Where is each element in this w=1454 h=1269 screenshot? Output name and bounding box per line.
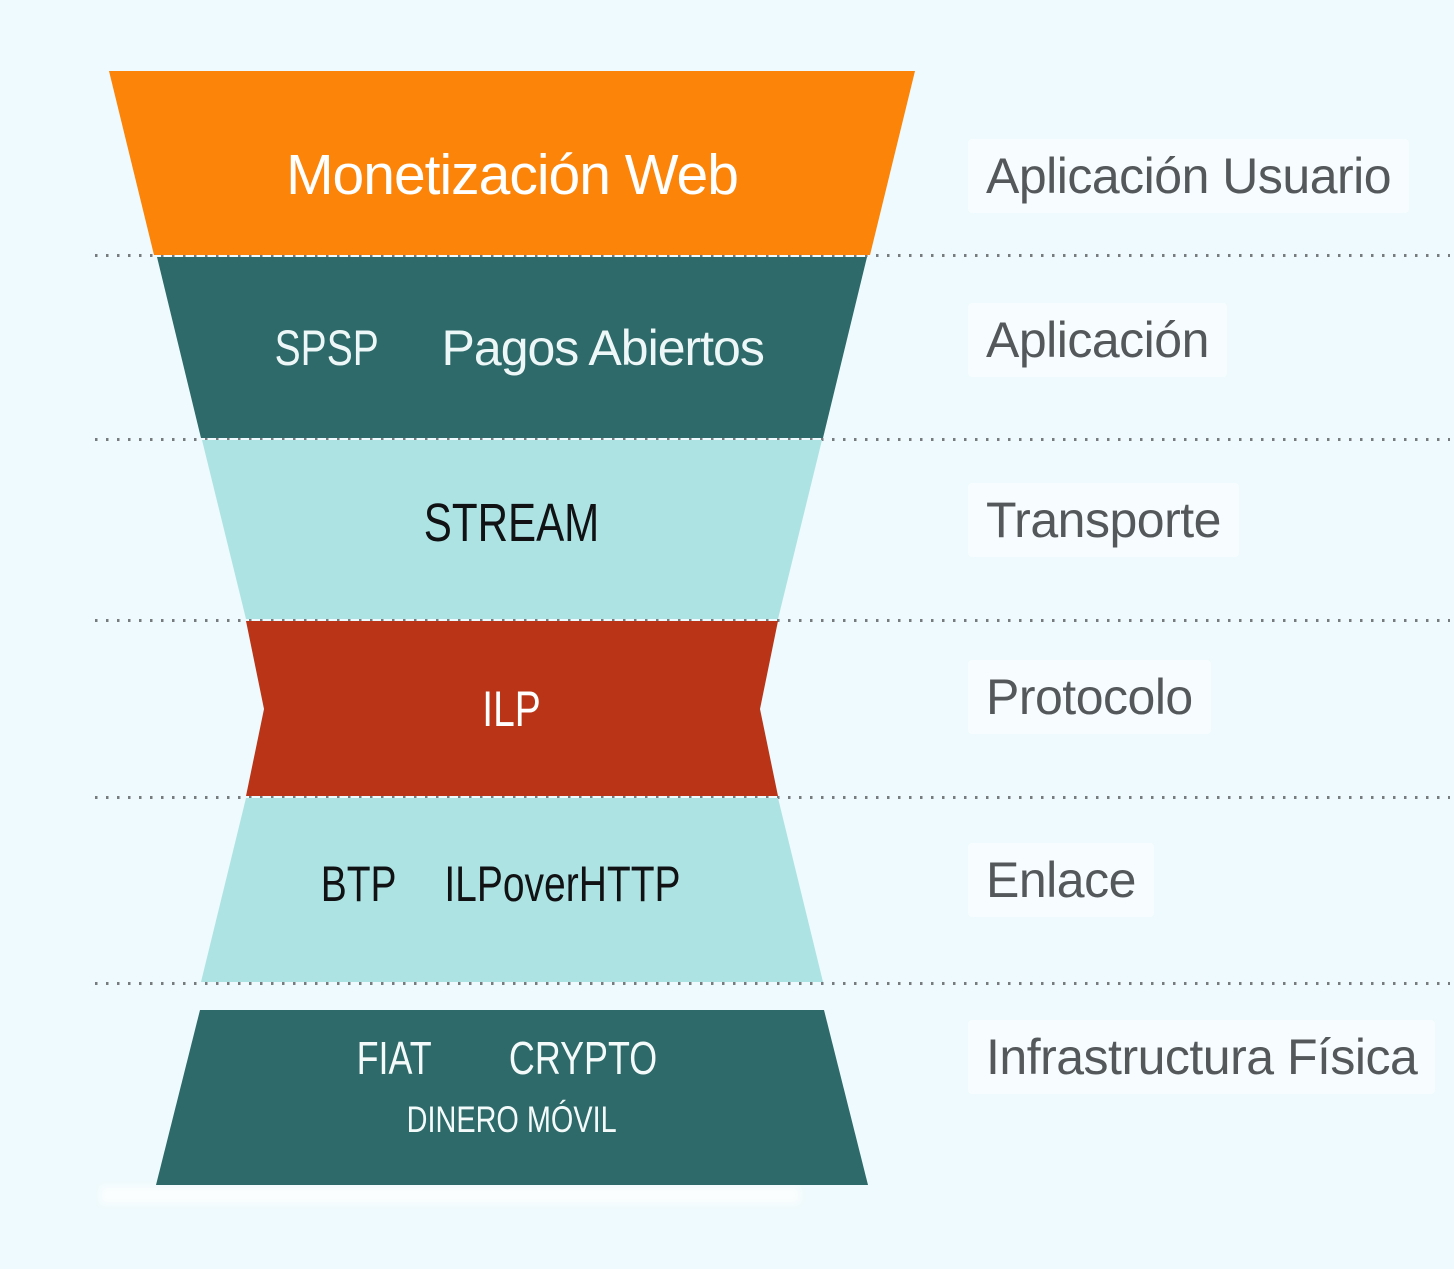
funnel-layer-stream: STREAM [202, 440, 822, 619]
funnel-layer-ilp: ILP [246, 621, 778, 796]
separator-line-1 [95, 254, 1450, 257]
stack-label-infrastructura-fisica: Infrastructura Física [968, 1020, 1436, 1094]
separator-line-2 [95, 438, 1450, 441]
bottom-glow-band [100, 1186, 800, 1204]
stack-label-aplicacion: Aplicación [968, 303, 1227, 377]
stack-label-transporte: Transporte [968, 483, 1239, 557]
funnel-layer-5-label-ilpoverhttp: ILPoverHTTP [444, 856, 681, 912]
funnel-layer-infraestructura: FIAT CRYPTO DINERO MÓVIL [156, 1010, 868, 1185]
stack-label-protocolo: Protocolo [968, 660, 1211, 734]
funnel-layer-2-label-spsp: SPSP [274, 319, 379, 376]
separator-line-3 [95, 619, 1450, 622]
funnel-layer-spsp-pagos-abiertos: SPSP Pagos Abiertos [157, 257, 867, 438]
funnel-layer-3-label: STREAM [424, 492, 600, 553]
funnel-layer-4-label: ILP [482, 680, 542, 737]
funnel-layer-6-label-dinero-movil: DINERO MÓVIL [406, 1098, 618, 1140]
separator-line-5 [95, 982, 1450, 985]
separator-line-4 [95, 796, 1450, 799]
funnel-layer-5-label-btp: BTP [320, 856, 397, 912]
funnel-layer-1-label: Monetización Web [286, 143, 739, 207]
funnel-layer-2-label-pagos-abiertos: Pagos Abiertos [441, 319, 765, 376]
stack-label-aplicacion-usuario: Aplicación Usuario [968, 139, 1410, 213]
stack-label-enlace: Enlace [968, 843, 1154, 917]
funnel-layer-monetizacion-web: Monetización Web [109, 71, 915, 255]
funnel-layer-6-label-crypto: CRYPTO [508, 1031, 657, 1084]
funnel-layer-btp-ilpoverhttp: BTP ILPoverHTTP [201, 798, 823, 982]
funnel-layer-6-label-fiat: FIAT [356, 1031, 433, 1084]
